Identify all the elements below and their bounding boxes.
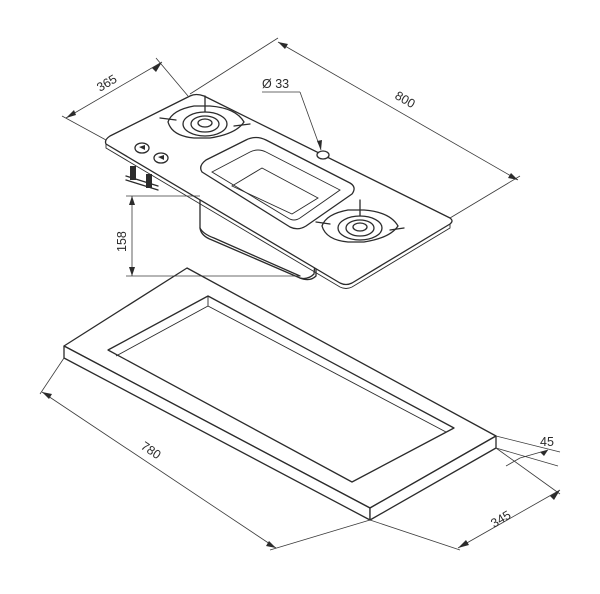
installation-frame	[63, 267, 497, 521]
sink-basin-front-edge	[199, 227, 301, 277]
valve-fittings	[125, 166, 159, 191]
sink-opening	[200, 136, 355, 230]
dim-top-length: 800	[393, 88, 418, 111]
dim-sink-height: 158	[115, 231, 129, 252]
sink-basin-side-edge	[299, 249, 317, 280]
frame-cutout	[107, 295, 455, 483]
tap-hole	[316, 150, 330, 160]
top-plate-front-thickness	[105, 144, 451, 289]
sink-inner-wall	[211, 149, 341, 221]
frame-cutout-inner-wall	[115, 296, 447, 433]
dim-hole-diameter: Ø 33	[262, 77, 289, 91]
burner-right	[315, 199, 405, 243]
burner-left	[159, 95, 251, 139]
dim-top-depth: 365	[94, 72, 119, 95]
dimension-lines	[39, 37, 561, 551]
dim-frame-height: 45	[540, 435, 554, 449]
sink-inner-floor	[231, 167, 319, 215]
dim-frame-depth: 345	[488, 508, 513, 531]
control-knobs	[134, 142, 169, 164]
hob-sink-unit	[104, 93, 453, 289]
